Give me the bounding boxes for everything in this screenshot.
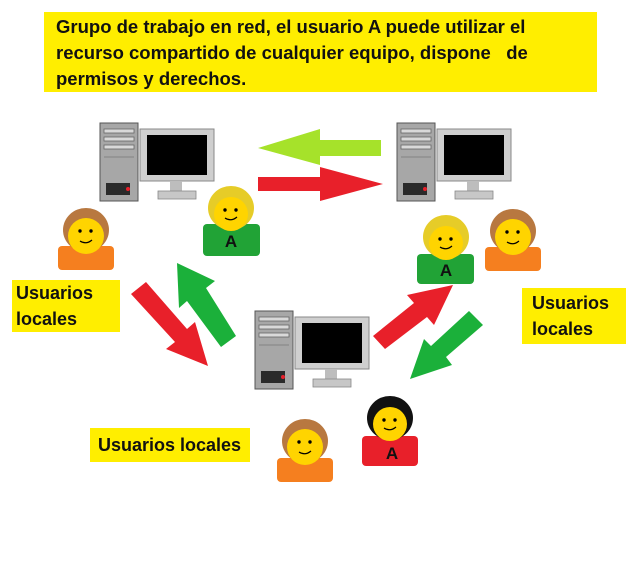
arrow-green-up-left-icon: [177, 263, 236, 347]
computer-bottom-icon: [254, 310, 370, 390]
avatar-user-a-top: A: [203, 186, 260, 256]
computer-top-right-icon: [396, 122, 512, 202]
user-a-letter-bottom: A: [386, 444, 398, 463]
arrow-red-right-icon: [258, 167, 383, 201]
user-a-letter-right: A: [440, 261, 452, 280]
label-local-users-left: Usuarios locales: [12, 280, 120, 332]
arrow-red-down-left-icon: [131, 282, 208, 366]
arrow-lime-left-icon: [258, 129, 381, 165]
title-line-2: recurso compartido de cualquier equipo, …: [56, 42, 528, 63]
avatar-user-a-right: A: [417, 215, 474, 284]
label-right-line-1: Usuarios: [532, 293, 610, 313]
user-a-letter-top: A: [225, 232, 237, 251]
title-banner: Grupo de trabajo en red, el usuario A pu…: [44, 12, 597, 92]
label-local-users-bottom: Usuarios locales: [90, 428, 250, 462]
avatar-local-user-bottom: [277, 419, 333, 482]
title-line-1: Grupo de trabajo en red, el usuario A pu…: [56, 16, 526, 37]
label-bottom-text: Usuarios locales: [98, 435, 242, 455]
label-left-line-1: Usuarios: [16, 283, 94, 303]
avatar-local-user-left: [58, 208, 114, 270]
computer-top-left-icon: [99, 122, 215, 202]
avatar-user-a-bottom: A: [362, 396, 418, 466]
arrow-red-up-right-icon: [373, 285, 453, 349]
title-line-3: permisos y derechos.: [56, 68, 247, 89]
arrow-green-down-left-icon: [410, 311, 483, 379]
label-right-line-2: locales: [532, 319, 594, 339]
label-local-users-right: Usuarios locales: [522, 288, 626, 344]
label-left-line-2: locales: [16, 309, 78, 329]
avatar-local-user-right: [485, 209, 541, 271]
